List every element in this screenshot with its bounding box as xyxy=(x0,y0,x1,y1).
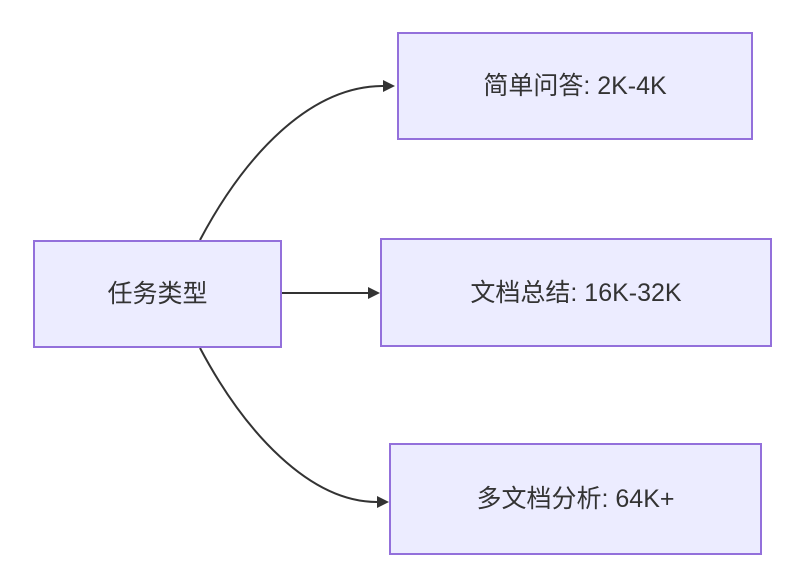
edge-root-to-simple-qa xyxy=(199,80,395,241)
node-simple-qa-label: 简单问答: 2K-4K xyxy=(483,72,667,100)
node-simple-qa: 简单问答: 2K-4K xyxy=(397,32,753,140)
node-doc-summary: 文档总结: 16K-32K xyxy=(380,238,772,347)
node-task-type: 任务类型 xyxy=(33,240,282,348)
edge-root-to-multi-doc xyxy=(199,347,389,508)
node-multi-doc-label: 多文档分析: 64K+ xyxy=(476,485,675,513)
node-task-type-label: 任务类型 xyxy=(107,280,208,308)
node-multi-doc: 多文档分析: 64K+ xyxy=(389,443,762,555)
node-doc-summary-label: 文档总结: 16K-32K xyxy=(470,278,682,307)
